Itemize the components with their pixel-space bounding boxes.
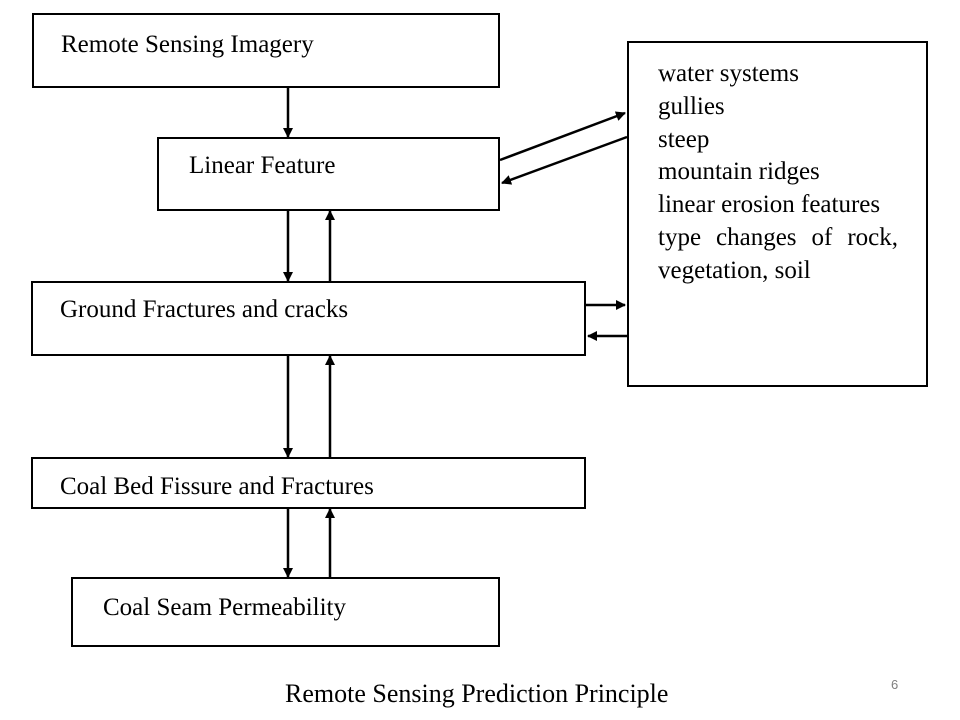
list-item: gullies xyxy=(658,92,725,120)
ground-fractures-box xyxy=(31,281,586,356)
linear-feature-box xyxy=(157,137,500,211)
linear-feature-label: Linear Feature xyxy=(189,152,336,179)
linear-feature-types-list: water systems gullies steep mountain rid… xyxy=(658,58,898,288)
coal-bed-fissure-box xyxy=(31,457,586,509)
slide-page-number: 6 xyxy=(891,677,899,692)
arrow-linear-to-sidebox xyxy=(499,111,626,162)
list-item: mountain ridges xyxy=(658,158,820,186)
remote-sensing-imagery-box xyxy=(32,13,500,88)
ground-fractures-label: Ground Fractures and cracks xyxy=(60,296,349,323)
list-item: steep xyxy=(658,125,710,153)
coal-seam-permeability-box xyxy=(71,577,500,647)
coal-bed-fissure-label: Coal Bed Fissure and Fractures xyxy=(60,473,374,500)
list-item: linear erosion features xyxy=(658,191,881,219)
list-item: type changes of rock, vegetation, soil xyxy=(658,223,898,284)
arrow-sidebox-to-linear xyxy=(501,135,628,185)
list-item: water systems xyxy=(658,60,799,87)
coal-seam-permeability-label: Coal Seam Permeability xyxy=(103,594,347,621)
remote-sensing-imagery-label: Remote Sensing Imagery xyxy=(61,31,314,58)
figure-caption: Remote Sensing Prediction Principle xyxy=(285,679,669,708)
linear-feature-types-box xyxy=(627,41,928,387)
